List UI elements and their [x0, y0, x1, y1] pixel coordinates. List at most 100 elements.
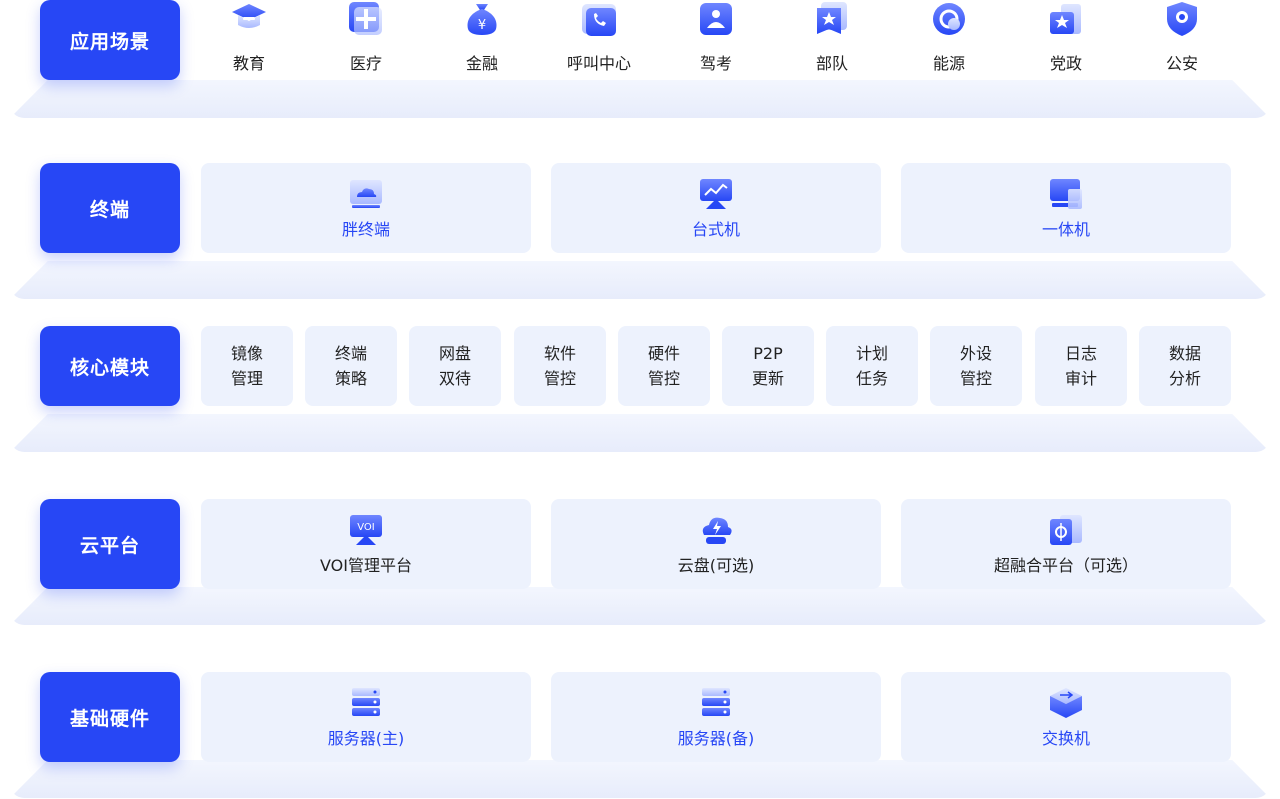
hyper-converged-icon — [1047, 512, 1085, 548]
module-data-analysis[interactable]: 数据分析 — [1139, 326, 1231, 406]
terminal-card-desktop[interactable]: 台式机 — [551, 163, 881, 253]
module-p2p-update[interactable]: P2P 更新 — [722, 326, 814, 406]
cloud-label: 云盘(可选) — [677, 556, 755, 575]
layer-label-hardware: 基础硬件 — [40, 672, 180, 762]
module-peripheral-control[interactable]: 外设管控 — [930, 326, 1022, 406]
module-line1: 日志 — [1064, 344, 1097, 363]
star-building-icon — [1047, 0, 1085, 38]
module-line1: P2P — [753, 344, 783, 363]
police-shield-icon — [1163, 0, 1201, 38]
module-line1: 计划 — [855, 344, 888, 363]
scenario-medical[interactable]: 医疗 — [316, 0, 416, 74]
module-line1: 硬件 — [647, 344, 680, 363]
layer-label-cloud: 云平台 — [40, 499, 180, 589]
scenario-label: 驾考 — [699, 54, 732, 73]
scenario-label: 呼叫中心 — [566, 54, 631, 73]
module-line2: 更新 — [751, 369, 784, 388]
driver-badge-icon — [697, 0, 735, 38]
module-terminal-policy[interactable]: 终端策略 — [305, 326, 397, 406]
energy-recycle-icon — [930, 0, 968, 38]
layer-label-terminals: 终端 — [40, 163, 180, 253]
terminal-label: 一体机 — [1041, 220, 1090, 239]
layer-scenarios: 应用场景 教育 医疗 ¥ 金融 呼叫中心 驾考 部队 — [0, 0, 1280, 120]
module-line2: 管控 — [543, 369, 576, 388]
hardware-label: 服务器(备) — [677, 729, 755, 748]
module-line2: 管理 — [230, 369, 263, 388]
module-scheduled-task[interactable]: 计划任务 — [826, 326, 918, 406]
module-log-audit[interactable]: 日志审计 — [1035, 326, 1127, 406]
medical-cross-icon — [347, 0, 385, 38]
module-hardware-control[interactable]: 硬件管控 — [618, 326, 710, 406]
layer-cloud: 云平台 VOI VOI管理平台 云盘(可选) 超融合平台（可选） — [0, 499, 1280, 629]
hardware-card-server-backup[interactable]: 服务器(备) — [551, 672, 881, 762]
scenario-government[interactable]: 党政 — [1016, 0, 1116, 74]
cloud-card-voi-platform[interactable]: VOI VOI管理平台 — [201, 499, 531, 589]
scenario-label: 医疗 — [349, 54, 382, 73]
cloud-disk-icon — [697, 512, 735, 548]
scenario-military[interactable]: 部队 — [782, 0, 882, 74]
svg-text:¥: ¥ — [478, 18, 486, 33]
layer-hardware: 基础硬件 服务器(主) 服务器(备) 交换机 — [0, 672, 1280, 799]
cloud-card-hyper-converged[interactable]: 超融合平台（可选） — [901, 499, 1231, 589]
layer-base — [10, 80, 1270, 118]
module-line1: 数据 — [1168, 344, 1201, 363]
scenario-label: 党政 — [1049, 54, 1082, 73]
scenario-label: 教育 — [232, 54, 265, 73]
star-flag-icon — [813, 0, 851, 38]
cloud-label: 超融合平台（可选） — [993, 556, 1138, 575]
hardware-card-server-primary[interactable]: 服务器(主) — [201, 672, 531, 762]
layer-modules: 核心模块 镜像管理 终端策略 网盘双待 软件管控 硬件管控 P2P 更新 计划任务… — [0, 326, 1280, 456]
layer-base — [10, 587, 1270, 625]
hardware-label: 交换机 — [1041, 729, 1090, 748]
phone-icon — [580, 0, 618, 38]
scenario-finance[interactable]: ¥ 金融 — [432, 0, 532, 74]
layer-base — [10, 414, 1270, 452]
layer-terminals: 终端 胖终端 台式机 一体机 — [0, 163, 1280, 303]
terminal-label: 胖终端 — [341, 220, 390, 239]
module-line1: 软件 — [543, 344, 576, 363]
graduation-cap-icon — [230, 0, 268, 38]
network-switch-icon — [1047, 685, 1085, 721]
all-in-one-icon — [1047, 176, 1085, 212]
module-line1: 外设 — [959, 344, 992, 363]
layer-label-modules: 核心模块 — [40, 326, 180, 406]
module-software-control[interactable]: 软件管控 — [514, 326, 606, 406]
hardware-label: 服务器(主) — [327, 729, 405, 748]
scenario-label: 部队 — [815, 54, 848, 73]
voi-monitor-icon: VOI — [347, 512, 385, 548]
svg-text:VOI: VOI — [357, 522, 375, 533]
module-line1: 终端 — [334, 344, 367, 363]
module-line2: 任务 — [855, 369, 888, 388]
module-line2: 分析 — [1168, 369, 1201, 388]
module-line2: 审计 — [1064, 369, 1097, 388]
module-image-management[interactable]: 镜像管理 — [201, 326, 293, 406]
server-primary-icon — [347, 685, 385, 721]
module-line2: 管控 — [647, 369, 680, 388]
scenario-call-center[interactable]: 呼叫中心 — [549, 0, 649, 74]
fat-client-icon — [347, 176, 385, 212]
desktop-monitor-icon — [697, 176, 735, 212]
module-line2: 策略 — [334, 369, 367, 388]
hardware-card-switch[interactable]: 交换机 — [901, 672, 1231, 762]
module-line1: 网盘 — [438, 344, 471, 363]
scenario-label: 公安 — [1165, 54, 1198, 73]
scenario-education[interactable]: 教育 — [199, 0, 299, 74]
module-line2: 双待 — [438, 369, 471, 388]
module-netdisk-standby[interactable]: 网盘双待 — [409, 326, 501, 406]
terminal-card-fat-client[interactable]: 胖终端 — [201, 163, 531, 253]
terminal-card-all-in-one[interactable]: 一体机 — [901, 163, 1231, 253]
server-backup-icon — [697, 685, 735, 721]
layer-base — [10, 261, 1270, 299]
cloud-label: VOI管理平台 — [320, 556, 412, 575]
scenario-driving-test[interactable]: 驾考 — [666, 0, 766, 74]
terminal-label: 台式机 — [691, 220, 740, 239]
scenario-energy[interactable]: 能源 — [899, 0, 999, 74]
scenario-label: 金融 — [465, 54, 498, 73]
layer-label-scenarios: 应用场景 — [40, 0, 180, 80]
scenario-police[interactable]: 公安 — [1132, 0, 1232, 74]
scenario-label: 能源 — [932, 54, 965, 73]
module-line1: 镜像 — [230, 344, 263, 363]
cloud-card-cloud-disk[interactable]: 云盘(可选) — [551, 499, 881, 589]
money-bag-icon: ¥ — [463, 0, 501, 38]
module-line2: 管控 — [959, 369, 992, 388]
